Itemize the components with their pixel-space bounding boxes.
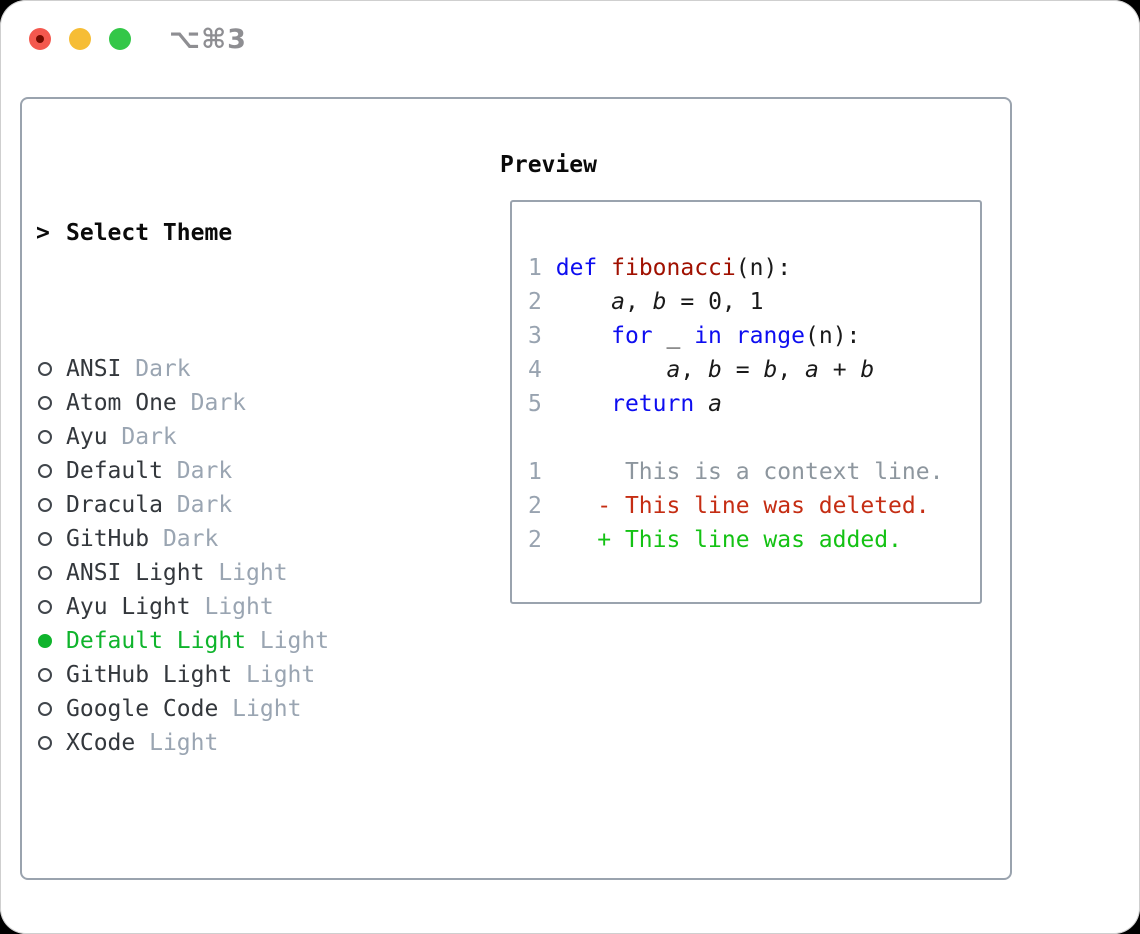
- line-number: 1: [528, 459, 542, 485]
- theme-variant: Light: [190, 594, 274, 620]
- theme-option-default[interactable]: Default Dark: [36, 454, 460, 488]
- theme-variant: Dark: [121, 356, 191, 382]
- radio-selected-icon: [38, 634, 52, 648]
- code-line: 1 This is a context line.: [528, 459, 944, 485]
- theme-variant: Dark: [149, 526, 219, 552]
- theme-option-google-code[interactable]: Google Code Light: [36, 692, 460, 726]
- radio-marker: [36, 634, 66, 648]
- theme-option-atom-one[interactable]: Atom One Dark: [36, 386, 460, 420]
- line-number: 2: [528, 289, 542, 315]
- theme-variant: Dark: [162, 492, 233, 518]
- theme-option-xcode[interactable]: XCode Light: [36, 726, 460, 760]
- theme-name: ANSI Light: [66, 560, 205, 586]
- theme-option-github[interactable]: GitHub Dark: [36, 522, 460, 556]
- theme-variant: Dark: [162, 458, 233, 484]
- preview-box: 1 def fibonacci(n): 2 a, b = 0, 1 3 for _ …: [510, 200, 982, 604]
- theme-variant: Light: [204, 560, 288, 586]
- line-number: 3: [528, 323, 542, 349]
- line-number: 2: [528, 493, 542, 519]
- theme-variant: Light: [246, 628, 330, 654]
- theme-option-ayu-light[interactable]: Ayu Light Light: [36, 590, 460, 624]
- traffic-lights: [29, 28, 131, 50]
- minimize-button[interactable]: [69, 28, 91, 50]
- line-number: 2: [528, 527, 542, 553]
- radio-icon: [38, 464, 52, 478]
- radio-icon: [38, 430, 52, 444]
- theme-name: GitHub Light: [66, 662, 233, 688]
- unsaved-dot-icon: [36, 35, 44, 43]
- theme-name: Dracula: [66, 492, 163, 518]
- code-line: 1 def fibonacci(n):: [528, 255, 792, 281]
- select-theme-header: > Select Theme: [36, 216, 460, 250]
- code-line: 4 a, b = b, a + b: [528, 357, 875, 383]
- theme-option-ayu[interactable]: Ayu Dark: [36, 420, 460, 454]
- line-number: 5: [528, 391, 542, 417]
- select-theme-title: Select Theme: [66, 220, 233, 246]
- theme-variant: Light: [218, 696, 302, 722]
- radio-marker: [36, 532, 66, 546]
- window-title: ⌥⌘3: [169, 24, 247, 55]
- theme-name: Ayu: [66, 424, 108, 450]
- radio-marker: [36, 736, 66, 750]
- theme-name: Default Light: [66, 628, 247, 654]
- radio-icon: [38, 362, 52, 376]
- radio-marker: [36, 430, 66, 444]
- theme-variant: Light: [135, 730, 219, 756]
- theme-name: ANSI: [66, 356, 122, 382]
- code-line: 2 + This line was added.: [528, 527, 902, 553]
- zoom-button[interactable]: [109, 28, 131, 50]
- code-line: 5 return a: [528, 391, 722, 417]
- radio-marker: [36, 600, 66, 614]
- code-line: [528, 421, 980, 455]
- line-number: 4: [528, 357, 542, 383]
- apply-to-section: Apply To User SettingsWorkspace Settings: [36, 896, 460, 934]
- theme-variant: Light: [232, 662, 316, 688]
- radio-icon: [38, 498, 52, 512]
- radio-marker: [36, 464, 66, 478]
- prompt-caret-icon: >: [36, 220, 50, 246]
- theme-option-ansi[interactable]: ANSI Dark: [36, 352, 460, 386]
- radio-marker: [36, 362, 66, 376]
- theme-option-default-light[interactable]: Default Light Light: [36, 624, 460, 658]
- theme-option-github-light[interactable]: GitHub Light Light: [36, 658, 460, 692]
- theme-option-dracula[interactable]: Dracula Dark: [36, 488, 460, 522]
- code-line: 2 - This line was deleted.: [528, 493, 930, 519]
- radio-marker: [36, 396, 66, 410]
- radio-marker: [36, 668, 66, 682]
- preview-title: Preview: [500, 152, 597, 178]
- theme-name: XCode: [66, 730, 136, 756]
- line-number: 1: [528, 255, 542, 281]
- radio-icon: [38, 736, 52, 750]
- radio-icon: [38, 668, 52, 682]
- radio-icon: [38, 532, 52, 546]
- code-line: 3 for _ in range(n):: [528, 323, 861, 349]
- radio-icon: [38, 396, 52, 410]
- theme-name: Atom One: [66, 390, 177, 416]
- radio-icon: [38, 566, 52, 580]
- close-button[interactable]: [29, 28, 51, 50]
- theme-name: GitHub: [66, 526, 150, 552]
- radio-icon: [38, 600, 52, 614]
- theme-name: Ayu Light: [66, 594, 191, 620]
- radio-icon: [38, 702, 52, 716]
- theme-name: Default: [66, 458, 163, 484]
- code-line: 2 a, b = 0, 1: [528, 289, 764, 315]
- theme-variant: Dark: [107, 424, 177, 450]
- theme-variant: Dark: [176, 390, 247, 416]
- theme-name: Google Code: [66, 696, 219, 722]
- radio-marker: [36, 498, 66, 512]
- radio-marker: [36, 566, 66, 580]
- radio-marker: [36, 702, 66, 716]
- theme-option-ansi-light[interactable]: ANSI Light Light: [36, 556, 460, 590]
